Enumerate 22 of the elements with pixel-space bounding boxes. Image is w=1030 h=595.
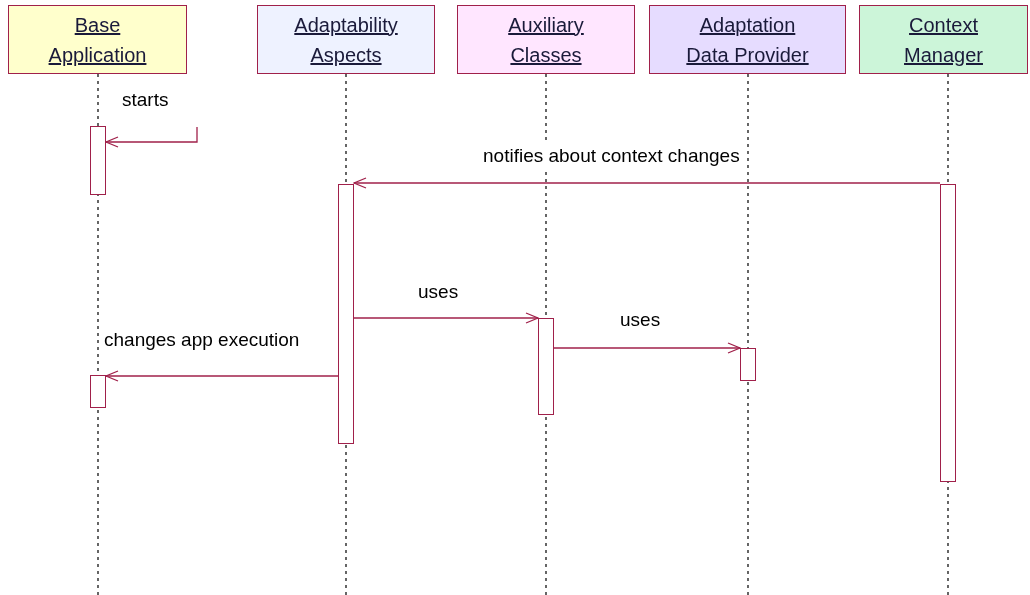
participant-name: Adaptation Data Provider [685, 12, 810, 68]
message-arrow [105, 370, 339, 382]
activation-bar [90, 126, 106, 195]
edge-label: notifies about context changes [483, 144, 740, 168]
lifeline-header-box [457, 5, 635, 74]
message-arrow [353, 312, 539, 324]
activation-bar [538, 318, 554, 415]
lifeline-header-box [8, 5, 187, 74]
lifeline-header-box [257, 5, 435, 74]
lifeline-header-box [859, 5, 1028, 74]
activation-bar [338, 184, 354, 444]
participant-name: Context Manager [903, 12, 984, 68]
message-arrow [353, 177, 941, 189]
participant-name: Adaptability Aspects [293, 12, 399, 68]
activation-bar [740, 348, 756, 381]
participant-name: Base Application [47, 12, 148, 68]
participant-name: Auxiliary Classes [507, 12, 585, 68]
message-arrow [553, 342, 741, 354]
lifeline-header-box [649, 5, 846, 74]
message-arrow [105, 126, 198, 148]
activation-bar [90, 375, 106, 408]
activation-bar [940, 184, 956, 482]
